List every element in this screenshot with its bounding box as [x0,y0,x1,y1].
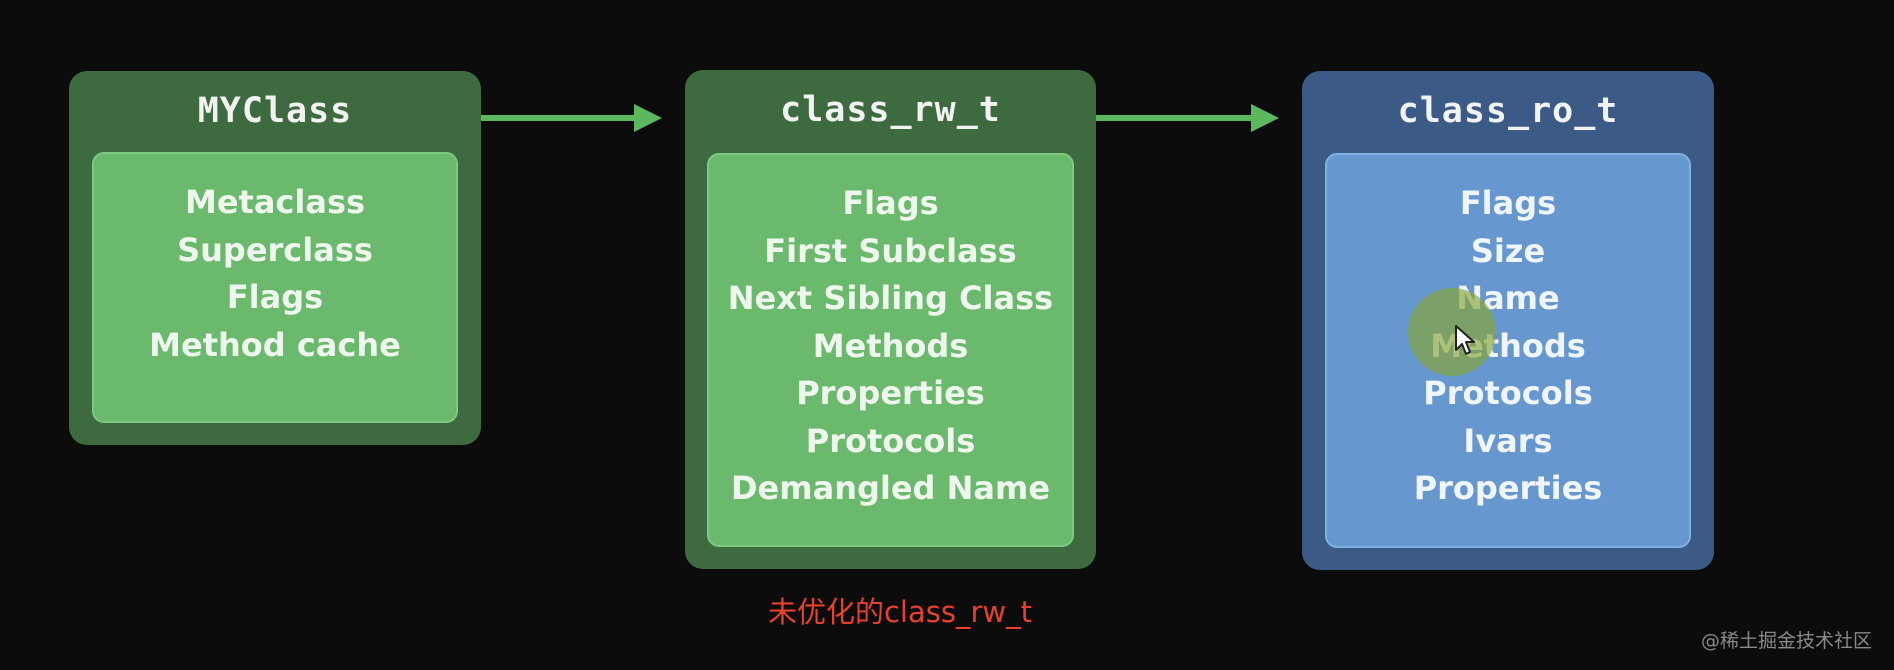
myclass-fields-panel: Metaclass Superclass Flags Method cache [92,152,458,423]
field-first-subclass: First Subclass [764,231,1017,270]
class-ro-t-title: class_ro_t [1397,91,1619,131]
arrow-myclass-to-rw [481,104,662,132]
field-size: Size [1470,231,1546,270]
mouse-pointer-icon [1455,325,1475,355]
myclass-box: MYClass Metaclass Superclass Flags Metho… [69,71,481,445]
field-protocols: Protocols [805,421,976,460]
class-rw-t-box: class_rw_t Flags First Subclass Next Sib… [685,70,1096,569]
field-superclass: Superclass [177,230,373,269]
class-rw-t-fields-panel: Flags First Subclass Next Sibling Class … [707,153,1074,547]
field-properties: Properties [1413,469,1603,507]
field-ivars: Ivars [1463,421,1553,460]
field-properties: Properties [796,374,985,412]
arrow-rw-to-ro [1096,104,1279,132]
class-rw-t-title: class_rw_t [780,90,1001,130]
field-protocols: Protocols [1423,374,1593,412]
field-flags: Flags [226,278,324,316]
caption-unoptimized-class-rw-t: 未优化的class_rw_t [767,595,1032,629]
field-flags: Flags [842,184,939,222]
field-demangled-name: Demangled Name [730,469,1051,507]
field-method-cache: Method cache [149,325,401,364]
class-ro-t-box: class_ro_t Flags Size Name Methods Proto… [1302,71,1714,570]
field-flags: Flags [1459,184,1557,222]
field-metaclass: Metaclass [184,183,366,221]
field-methods: Methods [812,326,969,365]
myclass-title: MYClass [197,91,353,131]
field-next-sibling-class: Next Sibling Class [727,279,1054,317]
watermark: @稀土掘金技术社区 [1700,630,1872,652]
class-ro-t-fields-panel: Flags Size Name Methods Protocols Ivars … [1325,153,1691,548]
cursor-highlight [1408,288,1496,376]
